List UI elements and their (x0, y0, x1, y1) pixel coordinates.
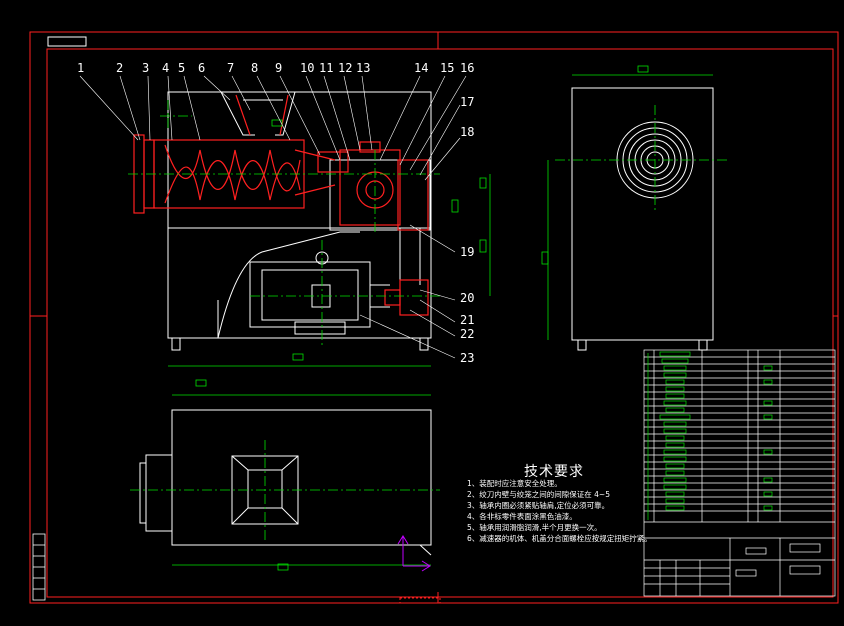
side-view (571, 87, 714, 351)
drawing-frame (29, 31, 839, 604)
ucs-icon (397, 535, 431, 572)
top-view (139, 409, 432, 556)
part-label-4: 4 (162, 61, 170, 75)
part-label-8: 8 (251, 61, 259, 75)
part-label-18: 18 (460, 125, 475, 139)
part-label-6: 6 (198, 61, 206, 75)
part-label-22: 22 (460, 327, 475, 341)
front-dimension-markers (168, 119, 491, 367)
part-label-3: 3 (142, 61, 150, 75)
side-view-dims (541, 65, 713, 340)
part-label-13: 13 (356, 61, 371, 75)
parts-list-table (643, 349, 836, 597)
requirement-item: 4、各非标零件表面涂黑色油漆。 (467, 512, 577, 521)
top-view-dims (172, 379, 431, 571)
side-strip (32, 533, 46, 601)
part-label-23: 23 (460, 351, 475, 365)
part-label-5: 5 (178, 61, 186, 75)
part-label-2: 2 (116, 61, 124, 75)
part-label-19: 19 (460, 245, 475, 259)
top-view-centerlines (130, 440, 440, 540)
parts-list-entries (647, 351, 773, 520)
part-label-17: 17 (460, 95, 475, 109)
requirement-item: 1、装配时应注意安全处理。 (467, 479, 562, 488)
front-view (167, 91, 432, 351)
part-label-9: 9 (275, 61, 283, 75)
part-label-1: 1 (77, 61, 85, 75)
requirement-item: 2、绞刀内壁与绞笼之间的间隙保证在 4~5 (467, 490, 610, 499)
part-label-15: 15 (440, 61, 455, 75)
part-label-7: 7 (227, 61, 235, 75)
part-label-14: 14 (414, 61, 429, 75)
part-label-21: 21 (460, 313, 475, 327)
screw-conveyor (133, 94, 429, 316)
part-label-10: 10 (300, 61, 315, 75)
requirement-item: 6、减速器的机体、机盖分合面螺栓应按规定扭矩拧紧。 (467, 534, 652, 543)
part-label-16: 16 (460, 61, 475, 75)
front-centerlines (128, 100, 440, 345)
requirement-item: 5、轴承用润滑脂润滑,半个月更换一次。 (467, 523, 602, 532)
requirement-item: 3、轴承内圈必须紧贴轴肩,定位必须可靠。 (467, 501, 610, 510)
drawing-number-box (47, 36, 87, 47)
part-label-12: 12 (338, 61, 353, 75)
part-label-11: 11 (319, 61, 334, 75)
part-label-20: 20 (460, 291, 475, 305)
side-view-centerlines (555, 105, 730, 212)
leader-lines (79, 75, 467, 359)
requirements-title: 技术要求 (524, 464, 584, 480)
